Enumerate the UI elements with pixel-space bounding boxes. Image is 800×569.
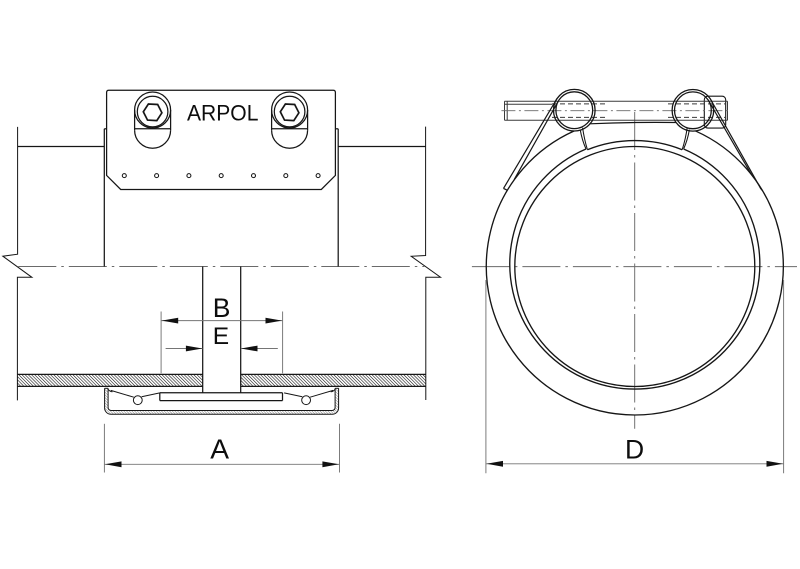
svg-text:B: B xyxy=(213,293,231,323)
svg-text:A: A xyxy=(210,432,229,464)
svg-text:ARPOL: ARPOL xyxy=(187,100,259,125)
svg-text:E: E xyxy=(213,323,229,350)
svg-text:D: D xyxy=(625,435,644,465)
